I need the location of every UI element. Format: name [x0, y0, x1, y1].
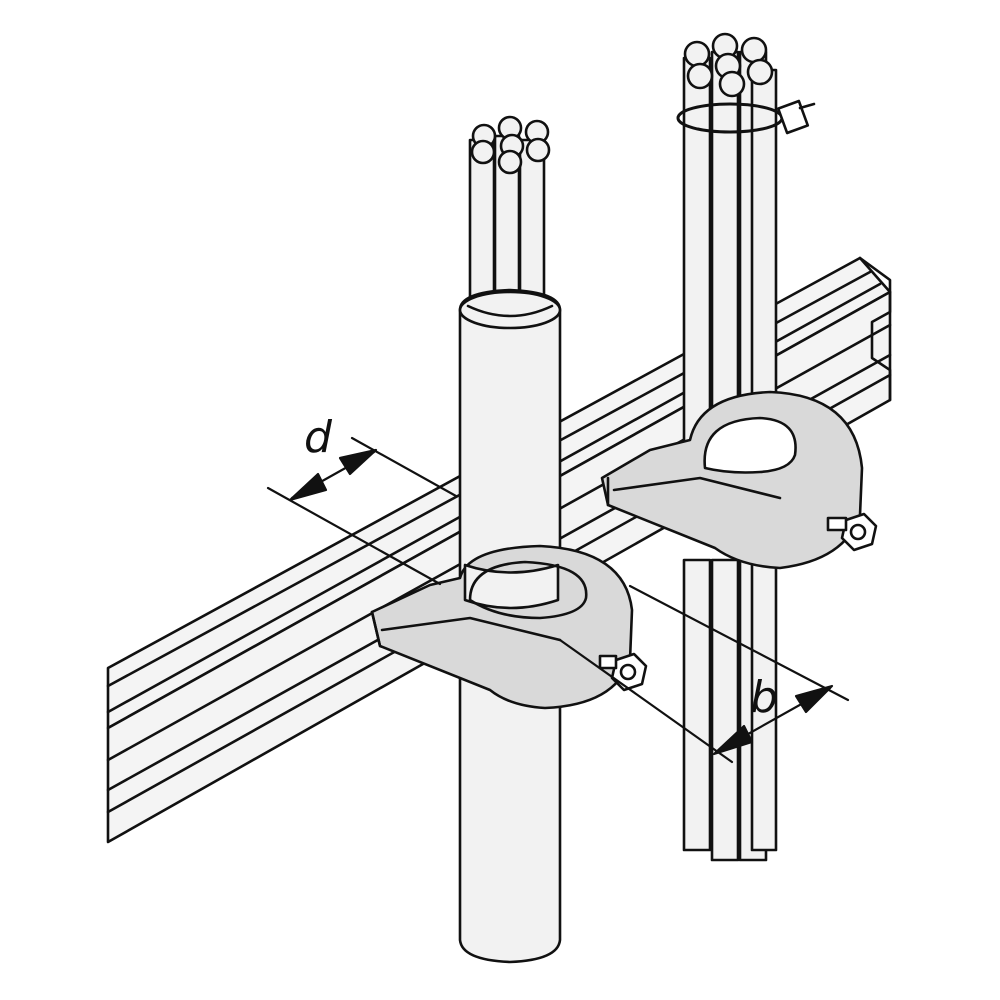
- dim-d-extension-line: [266, 486, 442, 586]
- dimension-label-d: d: [304, 412, 333, 463]
- dim-b-extension-line: [558, 638, 734, 764]
- right-clamp-bolt: [840, 512, 878, 552]
- left-clamp: [370, 544, 648, 710]
- cable-end: [740, 36, 768, 64]
- cable-jacket-rim: [458, 290, 562, 330]
- left-clamp-cable-pass: [463, 563, 560, 610]
- cable-end: [718, 70, 746, 98]
- dim-b-extension-line: [628, 584, 850, 702]
- right-clamp-bolt-thread: [826, 516, 848, 532]
- dim-b-arrowhead: [794, 684, 834, 714]
- cable-end: [497, 149, 523, 175]
- cable-strand: [682, 558, 712, 852]
- right-clamp-slot: [612, 476, 782, 500]
- right-clamp-body: [600, 390, 864, 570]
- dim-d-arrowhead: [288, 472, 328, 502]
- cable-end: [686, 62, 714, 90]
- cable-strand: [682, 56, 712, 460]
- rail-end-profile: [858, 256, 892, 402]
- left-clamp-slot: [380, 616, 562, 642]
- cable-jacket-inner: [466, 304, 554, 318]
- left-clamp-bolt-thread: [598, 654, 618, 670]
- cable-end: [746, 58, 774, 86]
- right-clamp-opening: [703, 416, 797, 474]
- cable-strand: [750, 558, 778, 852]
- right-clamp: [600, 390, 878, 570]
- dimension-label-b: b: [750, 672, 778, 723]
- cable-end: [470, 139, 496, 165]
- left-cable: [458, 115, 562, 964]
- cable-strand: [710, 558, 740, 862]
- left-clamp-bolt-center: [619, 663, 637, 681]
- left-clamp-opening: [468, 560, 588, 620]
- right-clamp-bolt-center: [849, 523, 867, 541]
- dim-d-arrowhead: [338, 448, 378, 476]
- cable-tie-tail: [798, 102, 816, 110]
- dimension-b: [558, 584, 850, 764]
- cable-jacket-lower: [458, 658, 562, 964]
- cable-end: [683, 40, 711, 68]
- dim-b-arrowhead: [712, 724, 754, 756]
- left-clamp-edge: [370, 610, 382, 648]
- cable-strand: [710, 50, 740, 464]
- cable-end: [525, 137, 551, 163]
- dim-d-extension-line: [350, 436, 458, 498]
- dimension-d: [266, 436, 458, 586]
